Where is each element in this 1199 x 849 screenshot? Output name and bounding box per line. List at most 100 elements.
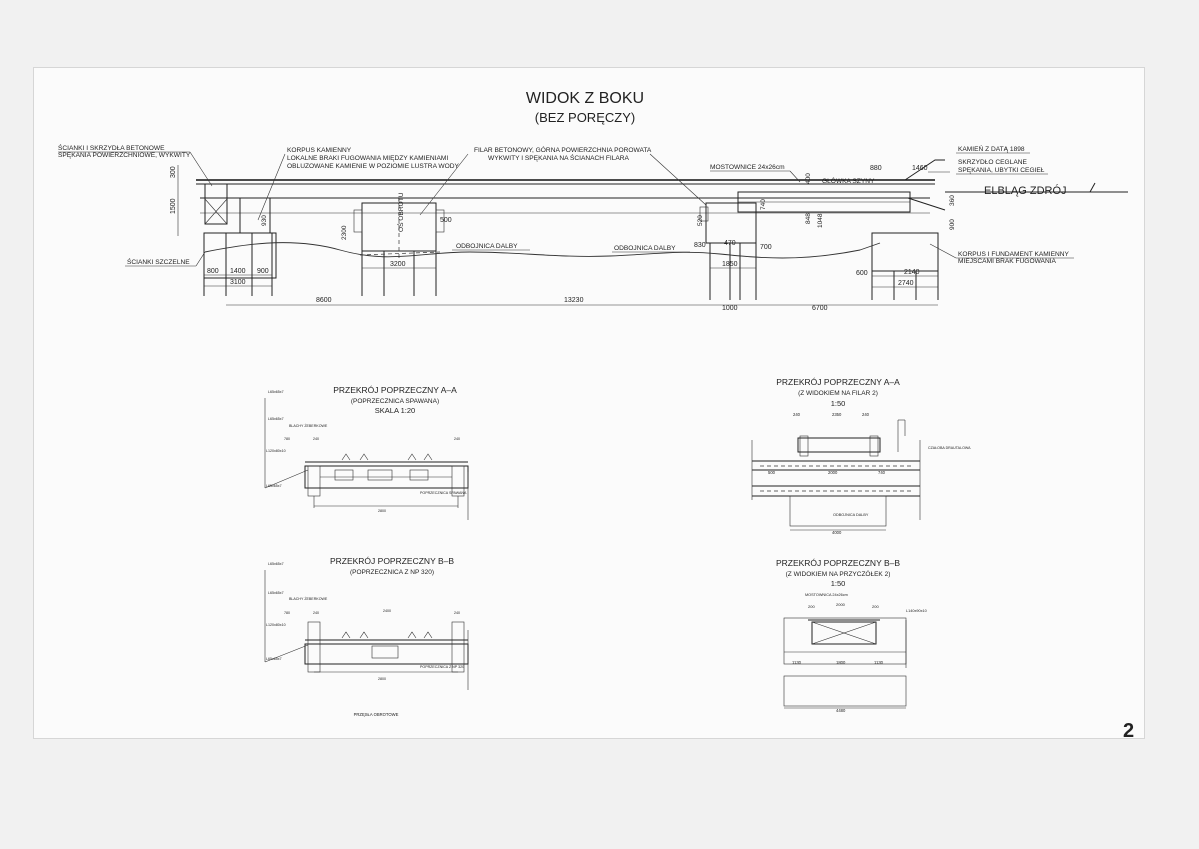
dim-470: 470	[724, 240, 736, 247]
aa-p-label-3: ODBOJNICA DALBY	[833, 513, 869, 517]
note-stone-body-3: OBLUZOWANE KAMIENIE W POZIOMIE LUSTRA WO…	[287, 163, 460, 170]
dim-3100: 3100	[230, 279, 246, 286]
bb-np-label-2: BLACHY ŻEBERKOWE	[289, 596, 328, 601]
aa-p-label-7: 4000	[832, 530, 842, 535]
section-aa-welded-scale: SKALA 1:20	[375, 406, 415, 415]
aa-w-label-5: 240	[454, 437, 460, 441]
dim-700: 700	[760, 244, 772, 251]
section-bb-np320: PRZEKRÓJ POPRZECZNY B–B (POPRZECZNICA Z …	[264, 556, 469, 717]
dim-300: 300	[170, 166, 177, 178]
bb-np-label-10: 2800	[378, 677, 386, 681]
bb-np-label-6: 240	[454, 611, 460, 615]
bb-np-label-5: 2400	[383, 609, 391, 613]
aa-p-label-4: 500	[768, 470, 776, 475]
aa-p-label-6: 740	[878, 470, 886, 475]
note-foundation-2: MIEJSCAMI BRAK FUGOWANIA	[958, 258, 1057, 265]
dim-3200: 3200	[390, 261, 406, 268]
dim-2140: 2140	[904, 269, 920, 276]
section-bb-abutment-scale: 1:50	[831, 579, 846, 588]
dim-1500: 1500	[170, 198, 177, 214]
section-aa-welded-subtitle: (POPRZECZNICA SPAWANA)	[351, 398, 439, 405]
bb-a-label-4: L140x90x10	[906, 609, 927, 613]
bb-a-label-7: 1130	[874, 660, 884, 665]
aa-w-label-8: POPRZECZNICA SPAWANA	[420, 491, 467, 495]
section-aa-welded: PRZEKRÓJ POPRZECZNY A–A (POPRZECZNICA SP…	[264, 385, 469, 520]
section-bb-np320-title: PRZEKRÓJ POPRZECZNY B–B	[330, 556, 454, 566]
dim-1000: 1000	[722, 305, 738, 312]
dim-8600: 8600	[316, 297, 332, 304]
dim-1850: 1850	[722, 261, 738, 268]
aa-p-label-8: CZAŁOBA DRAUTALOWA	[928, 446, 971, 450]
bb-a-label-6: 1800	[836, 660, 846, 665]
dim-600: 600	[856, 270, 868, 277]
bb-a-label-3: 200	[872, 604, 879, 609]
note-foundation-1: KORPUS I FUNDAMENT KAMIENNY	[958, 251, 1069, 258]
dim-830: 830	[694, 242, 706, 249]
note-stone-date: KAMIEŃ Z DATĄ 1898	[958, 144, 1025, 153]
aa-w-label-2: BLACHY ŻEBERKOWE	[289, 423, 328, 428]
bb-a-label-8: 4480	[836, 708, 846, 713]
side-view-structure	[177, 159, 1128, 306]
aa-w-label-6: L120x80x10	[266, 449, 286, 453]
dim-1048: 1048	[817, 213, 824, 228]
drawing-sheet	[33, 67, 1145, 739]
dim-2300: 2300	[341, 225, 348, 240]
section-aa-welded-title: PRZEKRÓJ POPRZECZNY A–A	[333, 385, 457, 395]
dim-360: 360	[949, 195, 956, 206]
aa-w-label-9: 2800	[378, 509, 386, 513]
note-stone-body-2: LOKALNE BRAKI FUGOWANIA MIĘDZY KAMIENIAM…	[287, 155, 448, 162]
bb-np-label-1: L65x65x7	[268, 591, 284, 595]
dim-900: 900	[257, 268, 269, 275]
dim-930: 930	[261, 215, 268, 226]
note-stone-body-1: KORPUS KAMIENNY	[287, 147, 352, 154]
page-number: 2	[1123, 720, 1134, 742]
section-bb-abutment-subtitle: (Z WIDOKIEM NA PRZYCZÓŁEK 2)	[786, 569, 891, 578]
note-pivot: OŚ OBROTU	[396, 192, 405, 232]
side-view-dimensions: 300 1500 800 1400 900 3100 8600 930 2300…	[170, 165, 956, 312]
note-walls-2: SPĘKANIA POWIERZCHNIOWE, WYKWITY	[58, 152, 191, 159]
dim-900-right: 900	[949, 219, 956, 230]
note-sheet-piles: ŚCIANKI SZCZELNE	[127, 257, 190, 266]
dim-1400: 1400	[230, 268, 246, 275]
section-aa-pier-scale: 1:50	[831, 399, 846, 408]
footer-label: PRZĘSŁA OBROTOWE	[354, 712, 399, 717]
bb-np-label-8: L65x65x7	[266, 657, 282, 661]
bb-np-label-0: L65x65x7	[268, 562, 284, 566]
dim-520: 520	[697, 215, 704, 226]
aa-w-label-3: 780	[284, 437, 290, 441]
dim-1460: 1460	[912, 165, 928, 172]
dim-400: 400	[805, 173, 812, 184]
dim-6700: 6700	[812, 305, 828, 312]
aa-w-label-4: 240	[313, 437, 319, 441]
section-bb-abutment-title: PRZEKRÓJ POPRZECZNY B–B	[776, 558, 900, 568]
note-fender-1: ODBOJNICA DALBY	[456, 243, 518, 250]
side-view-subtitle: (BEZ PORĘCZY)	[535, 110, 635, 125]
aa-p-label-0: 240	[793, 412, 801, 417]
section-aa-pier: PRZEKRÓJ POPRZECZNY A–A (Z WIDOKIEM NA F…	[751, 377, 971, 535]
bb-np-label-9: POPRZECZNICA Z NP 320	[420, 665, 464, 669]
note-fender-2: ODBOJNICA DALBY	[614, 245, 676, 252]
aa-w-label-0: L65x65x7	[268, 390, 284, 394]
aa-p-label-1: 2350	[832, 412, 842, 417]
note-pier-2: WYKWITY I SPĘKANIA NA ŚCIANACH FILARA	[488, 153, 630, 162]
aa-p-label-2: 240	[862, 412, 870, 417]
section-aa-pier-subtitle: (Z WIDOKIEM NA FILAR 2)	[798, 390, 878, 397]
side-view-title: WIDOK Z BOKU	[526, 90, 644, 107]
bb-np-label-3: 780	[284, 611, 290, 615]
note-brick-wing-1: SKRZYDŁO CEGLANE	[958, 159, 1027, 166]
note-rail-head: GŁÓWKA SZYNY	[822, 176, 875, 185]
dim-500: 500	[440, 217, 452, 224]
dim-2740: 2740	[898, 280, 914, 287]
aa-p-label-5: 2000	[828, 470, 838, 475]
aa-w-label-7: L65x65x7	[266, 484, 282, 488]
section-aa-pier-title: PRZEKRÓJ POPRZECZNY A–A	[776, 377, 900, 387]
bb-np-label-7: L120x80x10	[266, 623, 286, 627]
bb-a-label-5: 1130	[792, 660, 802, 665]
aa-w-label-1: L65x65x7	[268, 417, 284, 421]
note-walls-1: ŚCIANKI I SKRZYDŁA BETONOWE	[58, 143, 165, 152]
dim-848: 848	[805, 213, 812, 224]
dim-800: 800	[207, 268, 219, 275]
location-label: ELBLĄG ZDRÓJ	[984, 184, 1067, 197]
section-bb-np320-subtitle: (POPRZECZNICA Z NP 320)	[350, 569, 434, 576]
